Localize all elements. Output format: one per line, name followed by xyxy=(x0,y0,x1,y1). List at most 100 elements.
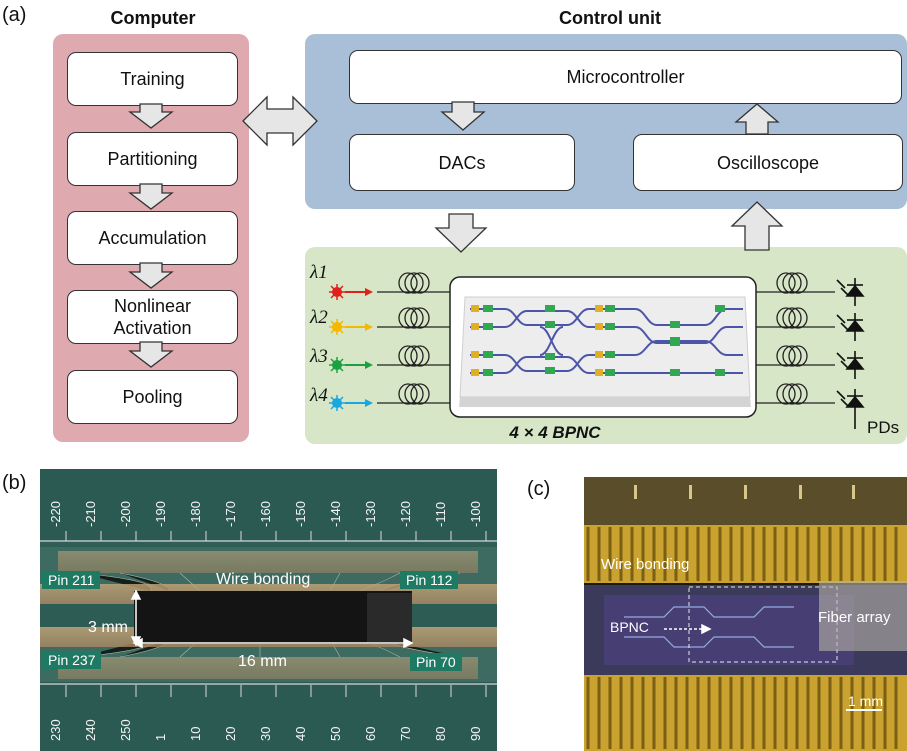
fiber-coil-icon xyxy=(776,307,808,329)
lambda-4-label: λ4 xyxy=(310,385,328,406)
top-ruler-tick-label: -220 xyxy=(48,501,63,527)
bottom-ruler-tick-label: 70 xyxy=(398,727,413,741)
arrow-partitioning-accumulation xyxy=(128,183,174,210)
bpnc-caption: 4 × 4 BPNC xyxy=(509,423,601,442)
arrow-osc-micro xyxy=(734,103,780,135)
top-ruler-c-ticks xyxy=(634,485,855,499)
top-ruler-tick-label: -150 xyxy=(293,501,308,527)
nonlinear-activation-box: Nonlinear Activation xyxy=(67,290,238,344)
fiber-coil-icon xyxy=(398,272,430,294)
wire-bonding-label-b: Wire bonding xyxy=(216,571,311,588)
bottom-pad-row xyxy=(58,657,478,679)
chip-photo-b: -220 -210 -200 -190 -180 -170 -160 -150 -140 -130… xyxy=(40,469,497,751)
bpnc-arrow xyxy=(664,623,712,635)
photodiode-icon xyxy=(836,313,865,341)
dacs-box: DACs xyxy=(349,134,575,191)
source-green-icon xyxy=(329,357,373,373)
bottom-ruler-tick-label: 240 xyxy=(83,719,98,741)
chip-render xyxy=(459,296,751,407)
source-blue-icon xyxy=(329,395,373,411)
pds-label: PDs xyxy=(867,418,900,437)
arrow-training-partitioning xyxy=(128,103,174,129)
top-ruler-tick-label: -140 xyxy=(328,501,343,527)
top-ruler-tick-label: -120 xyxy=(398,501,413,527)
microcontroller-box: Microcontroller xyxy=(349,50,902,104)
control-unit-title: Control unit xyxy=(559,8,661,28)
wire-bonding-label-c: Wire bonding xyxy=(601,556,690,573)
top-ruler-labels: -220 -210 -200 -190 -180 -170 -160 -150 -140 -130… xyxy=(48,501,487,541)
bottom-ruler-tick-label: 60 xyxy=(363,727,378,741)
bottom-ruler-tick-label: 30 xyxy=(258,727,273,741)
lambda-1-label: λ1 xyxy=(310,262,328,283)
top-ruler-tick-label: -170 xyxy=(223,501,238,527)
top-ruler xyxy=(40,469,497,542)
lambda-2-label: λ2 xyxy=(310,307,328,328)
top-ruler-tick-label: -110 xyxy=(433,502,448,527)
top-ruler-tick-label: -160 xyxy=(258,501,273,527)
bottom-ruler-tick-label: 20 xyxy=(223,727,238,741)
width-dimension-label: 16 mm xyxy=(238,653,287,670)
bottom-ruler-tick-label: 40 xyxy=(293,727,308,741)
output-fibers xyxy=(756,272,835,405)
fiber-coil-icon xyxy=(776,272,808,294)
panel-a-label: (a) xyxy=(2,4,27,26)
arrow-computer-control xyxy=(242,95,318,147)
scale-bar-label: 1 mm xyxy=(848,693,883,709)
photodiodes xyxy=(836,278,865,429)
fiber-coil-icon xyxy=(776,345,808,367)
bottom-ruler-tick-label: 1 xyxy=(153,734,168,741)
chip-photo-c xyxy=(584,477,907,751)
bottom-ruler-tick-label: 10 xyxy=(188,727,203,741)
source-yellow-icon xyxy=(329,319,373,335)
block-arrows xyxy=(128,95,784,368)
top-ruler-tick-label: -130 xyxy=(363,501,378,527)
accumulation-box: Accumulation xyxy=(67,211,238,265)
photodiode-icon xyxy=(836,351,865,379)
lambda-3-label: λ3 xyxy=(310,346,328,367)
fiber-array-label: Fiber array xyxy=(818,609,891,626)
arrow-nonlinear-pooling xyxy=(128,341,174,368)
panel-b-label: (b) xyxy=(2,472,27,494)
photodiode-icon xyxy=(836,278,865,306)
top-ruler-tick-label: -100 xyxy=(468,501,483,527)
top-pad-row xyxy=(58,551,478,573)
top-ruler-tick-label: -200 xyxy=(118,501,133,527)
fiber-coil-icon xyxy=(398,307,430,329)
chip-die xyxy=(134,591,412,644)
bpnc-schematic xyxy=(329,272,865,429)
partitioning-box: Partitioning xyxy=(67,132,238,186)
pin-112-label: Pin 112 xyxy=(400,571,459,589)
fiber-array-block xyxy=(819,581,907,651)
arrow-micro-dacs xyxy=(440,101,486,131)
input-fibers xyxy=(377,272,450,405)
dimension-arrows xyxy=(130,589,414,649)
pin-70-label: Pin 70 xyxy=(410,653,462,671)
source-red-icon xyxy=(329,284,373,300)
height-dimension-label: 3 mm xyxy=(88,619,128,636)
training-box: Training xyxy=(67,52,238,106)
oscilloscope-box: Oscilloscope xyxy=(633,134,903,191)
arrow-bpnc-osc xyxy=(730,201,784,251)
fiber-coil-icon xyxy=(398,345,430,367)
panel-c-label: (c) xyxy=(527,478,551,500)
bottom-ruler-tick-label: 250 xyxy=(118,719,133,741)
bottom-ruler-tick-label: 230 xyxy=(48,719,63,741)
photodiode-icon xyxy=(836,389,865,429)
pin-211-label: Pin 211 xyxy=(42,571,101,589)
fiber-coil-icon xyxy=(776,383,808,405)
top-ruler-tick-label: -190 xyxy=(153,501,168,527)
bpnc-label-c: BPNC xyxy=(610,619,649,635)
bottom-ruler-tick-label: 90 xyxy=(468,727,483,741)
top-ruler-tick-label: -180 xyxy=(188,501,203,527)
bottom-ruler-labels: 230 240 250 1 10 20 30 40 50 60 70 80 90 xyxy=(48,685,487,741)
light-sources xyxy=(329,284,373,411)
arrow-accumulation-nonlinear xyxy=(128,262,174,289)
top-ruler-tick-label: -210 xyxy=(83,501,98,527)
bottom-ruler-tick-label: 50 xyxy=(328,727,343,741)
pooling-box: Pooling xyxy=(67,370,238,424)
pin-237-label: Pin 237 xyxy=(42,651,102,669)
computer-title: Computer xyxy=(110,8,196,28)
bottom-ruler xyxy=(40,682,497,751)
arrow-dacs-bpnc xyxy=(434,213,488,253)
bottom-ruler-tick-label: 80 xyxy=(433,727,448,741)
